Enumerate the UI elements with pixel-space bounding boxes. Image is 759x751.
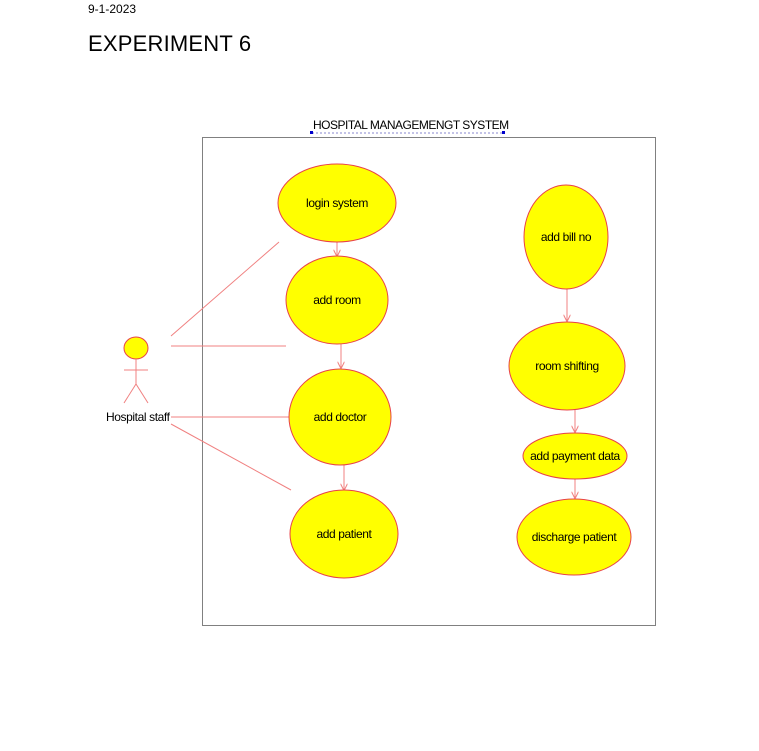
use-case-label: add bill no [541, 230, 592, 244]
use-case-label: add patient [317, 527, 373, 541]
use-case-add-payment-data[interactable]: add payment data [522, 432, 628, 480]
use-case-discharge-patient[interactable]: discharge patient [516, 498, 632, 576]
use-case-room-shifting[interactable]: room shifting [508, 321, 626, 411]
title-marker-right [502, 131, 505, 134]
actor-hospital-staff[interactable]: Hospital staff [106, 336, 171, 424]
actor-head [123, 336, 149, 360]
association-login [170, 241, 280, 337]
use-case-label: room shifting [535, 359, 599, 373]
actor-right-leg [135, 383, 149, 404]
use-case-add-doctor[interactable]: add doctor [288, 368, 392, 466]
use-case-label: discharge patient [532, 530, 618, 544]
use-case-label: add payment data [530, 449, 620, 463]
use-case-login-system[interactable]: login system [277, 163, 397, 243]
system-boundary [202, 137, 656, 626]
association-patient [170, 423, 292, 491]
page-title: EXPERIMENT 6 [88, 31, 252, 56]
use-case-label: add room [313, 293, 361, 307]
use-case-add-room[interactable]: add room [285, 255, 389, 345]
use-case-label: add doctor [314, 410, 367, 424]
date-label: 9-1-2023 [88, 2, 137, 16]
use-case-add-patient[interactable]: add patient [289, 489, 399, 579]
system-title: HOSPITAL MANAGEMENGT SYSTEM [313, 118, 509, 132]
use-case-label: login system [306, 196, 368, 210]
use-case-add-bill-no[interactable]: add bill no [523, 184, 609, 290]
actor-left-leg [123, 383, 137, 404]
title-marker-left [310, 131, 313, 134]
actor-label: Hospital staff [106, 410, 171, 424]
